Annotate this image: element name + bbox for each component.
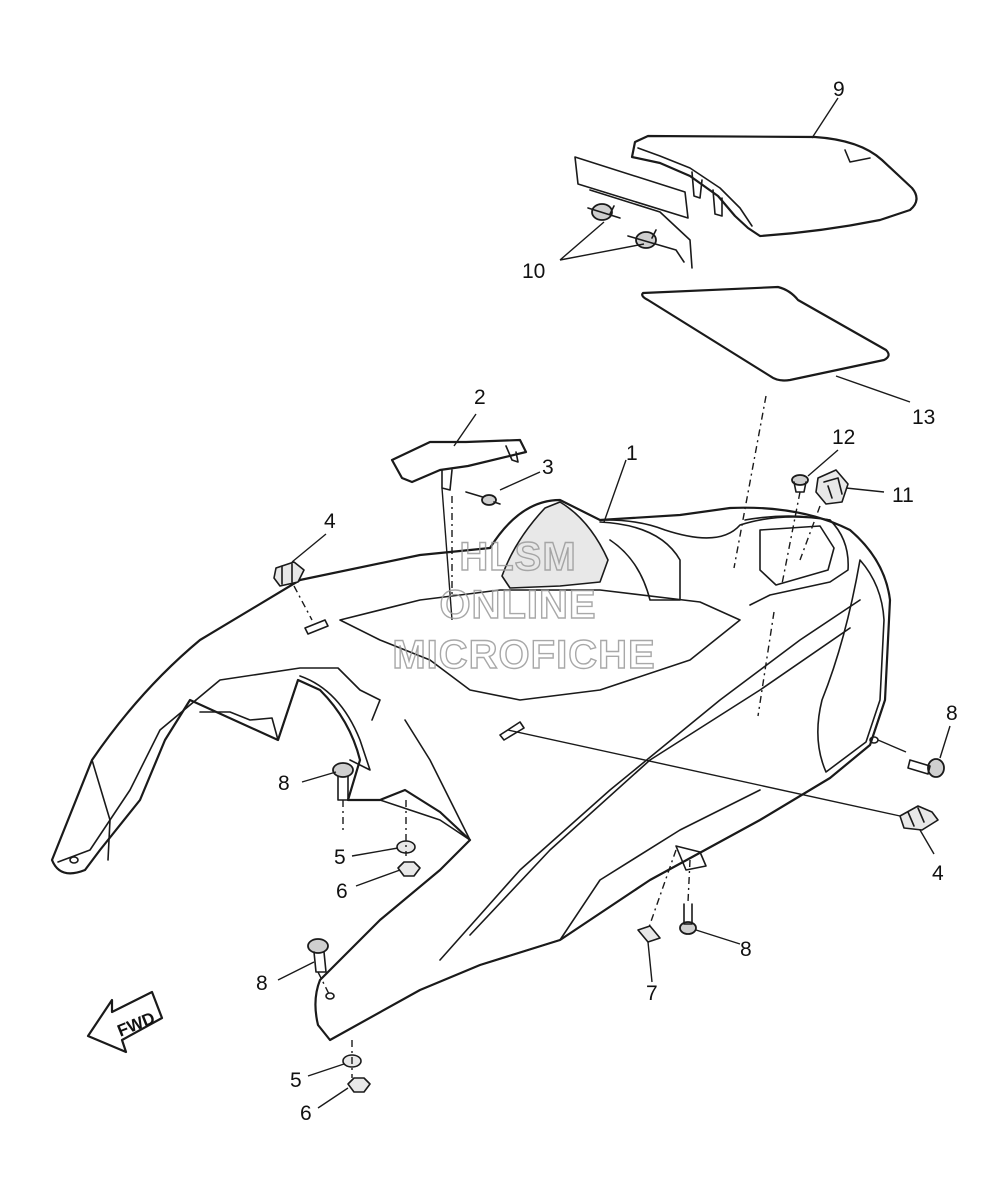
part-8-bolt-lower-left xyxy=(307,938,329,973)
callout-3: 3 xyxy=(542,456,554,479)
part-4-clip-left xyxy=(273,561,305,587)
assembly-lines xyxy=(293,395,907,1078)
callout-7: 7 xyxy=(646,982,658,1005)
part-12-cap xyxy=(791,474,809,493)
callout-8-lower-left: 8 xyxy=(256,972,268,995)
part-6-nut-lower xyxy=(347,1077,371,1093)
watermark-line-2: ONLINE xyxy=(439,583,596,627)
callout-8-bottom: 8 xyxy=(740,938,752,961)
part-8-bolt-right xyxy=(907,758,945,778)
watermark-line-3: MICROFICHE xyxy=(392,633,655,677)
callout-13: 13 xyxy=(912,406,935,429)
callout-9: 9 xyxy=(833,78,845,101)
part-8-bolt-bottom xyxy=(679,903,697,935)
callout-5-upper: 5 xyxy=(334,846,346,869)
callout-1: 1 xyxy=(626,442,638,465)
callout-leaders xyxy=(277,97,951,1109)
forward-direction-arrow: FWD xyxy=(86,990,164,1054)
part-2-grab-handle xyxy=(390,438,528,491)
callout-4-right: 4 xyxy=(932,862,944,885)
part-6-nut-upper xyxy=(397,861,421,877)
watermark-line-1: HLSM xyxy=(459,535,576,579)
part-13-storage-mat xyxy=(641,285,890,382)
callout-numbers: 9 10 13 2 3 1 12 11 4 8 8 5 6 4 8 8 7 5 … xyxy=(256,78,958,1125)
callout-10: 10 xyxy=(522,260,545,283)
callout-5-lower: 5 xyxy=(290,1069,302,1092)
callout-2: 2 xyxy=(474,386,486,409)
part-7-clip xyxy=(637,925,661,943)
callout-8-right: 8 xyxy=(946,702,958,725)
part-1-rear-deck-body xyxy=(50,498,892,1042)
callout-8-upper-left: 8 xyxy=(278,772,290,795)
callout-6-upper: 6 xyxy=(336,880,348,903)
callout-6-lower: 6 xyxy=(300,1102,312,1125)
watermark: HLSM ONLINE MICROFICHE xyxy=(392,534,656,677)
part-9-seat-lid xyxy=(630,134,918,238)
part-10-latch-set xyxy=(574,156,693,269)
callout-12: 12 xyxy=(832,426,855,449)
callout-4-left: 4 xyxy=(324,510,336,533)
callout-11: 11 xyxy=(892,484,914,507)
part-3-pin xyxy=(465,491,501,506)
part-4-clip-right xyxy=(899,805,939,831)
part-11-latch xyxy=(815,469,849,505)
